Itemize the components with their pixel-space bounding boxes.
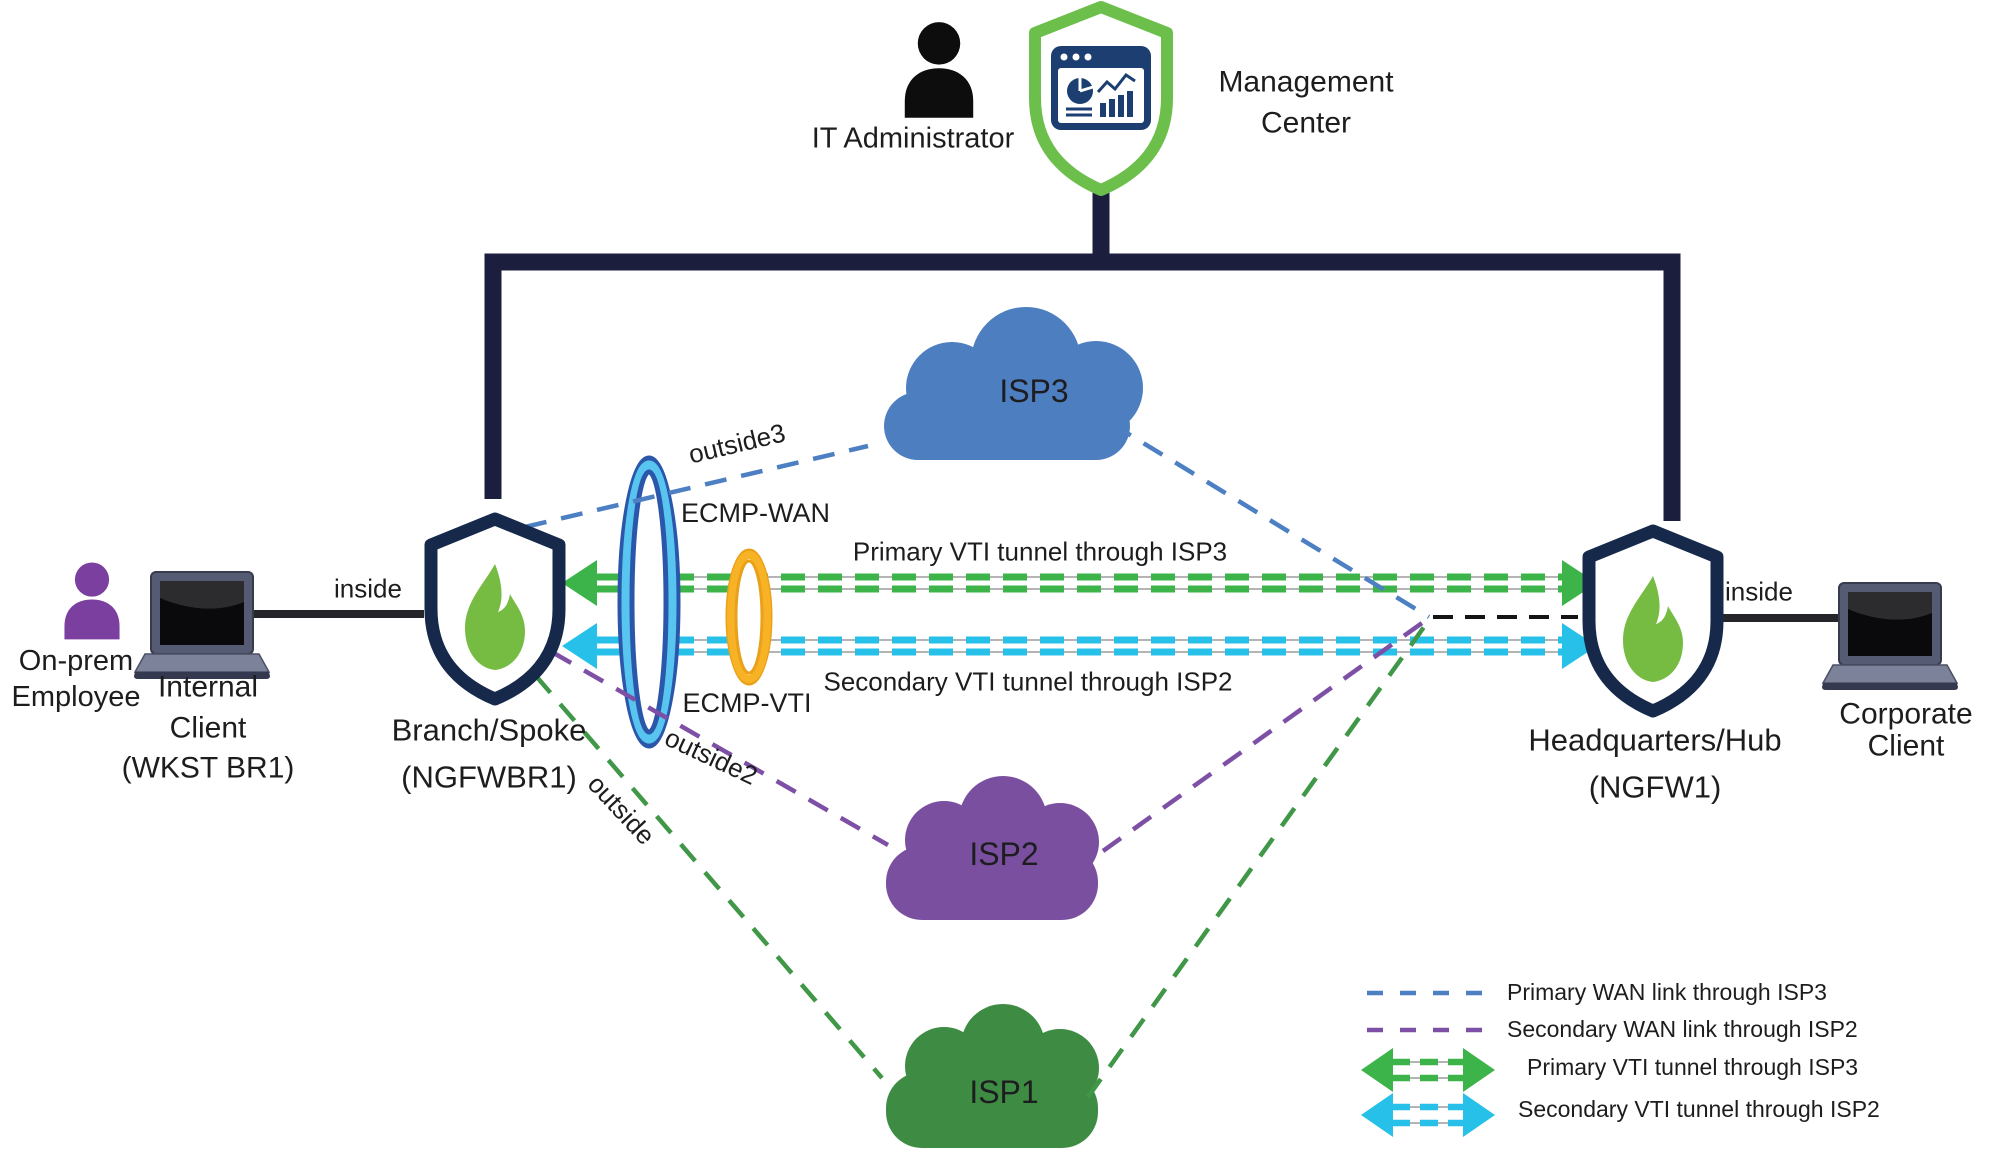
legend-cyan-arrow-sample — [1361, 1093, 1495, 1137]
legend-item-secondary-wan: Secondary WAN link through ISP2 — [1507, 1016, 1858, 1043]
legend-green-arrow-sample — [1361, 1048, 1495, 1092]
isp1-cloud-label: ISP1 — [969, 1073, 1039, 1110]
isp3-cloud-label: ISP3 — [999, 372, 1069, 409]
hq-firewall-shield-icon — [1589, 531, 1717, 711]
secondary-tunnel-left-arrow-icon — [562, 623, 597, 669]
corporate-client-laptop-icon — [1821, 582, 1959, 691]
onprem-employee-icon — [64, 562, 120, 640]
legend-item-secondary-vti: Secondary VTI tunnel through ISP2 — [1518, 1096, 1880, 1123]
legend-samples — [1361, 990, 1495, 1137]
ecmp-vti-label: ECMP-VTI — [682, 687, 812, 718]
isp3-cloud — [884, 307, 1143, 460]
secondary-tunnel-label: Secondary VTI tunnel through ISP2 — [823, 666, 1233, 697]
primary-tunnel-right-arrow-icon — [1562, 560, 1597, 606]
corporate-client-label: Corporate Client — [1839, 697, 1973, 762]
isp2-cloud — [886, 776, 1099, 920]
isp1-cloud — [886, 1004, 1099, 1148]
branch-firewall-label: Branch/Spoke (NGFWBR1) — [391, 712, 587, 795]
legend-item-primary-wan: Primary WAN link through ISP3 — [1507, 979, 1827, 1006]
secondary-tunnel-right-arrow-icon — [1562, 623, 1597, 669]
management-connector-line — [484, 253, 1681, 521]
ecmp-vti-ellipse — [725, 548, 773, 686]
ecmp-wan-label: ECMP-WAN — [681, 497, 830, 528]
isp2-cloud-label: ISP2 — [969, 835, 1039, 872]
ecmp-wan-ellipse — [617, 455, 681, 749]
branch-firewall-shield-icon — [431, 519, 559, 699]
legend-item-primary-vti: Primary VTI tunnel through ISP3 — [1527, 1054, 1859, 1081]
it-administrator-icon — [904, 22, 974, 118]
primary-tunnel-left-arrow-icon — [562, 560, 597, 606]
outside-link-isp1 — [534, 618, 1431, 1099]
primary-wan-link-isp3 — [524, 422, 1431, 619]
management-center-shield-icon — [1029, 1, 1173, 196]
secondary-vti-tunnel — [562, 623, 1597, 669]
onprem-employee-label: On-prem Employee — [11, 644, 141, 713]
dashboard-icon — [1051, 46, 1151, 130]
internal-client-label: Internal Client (WKST BR1) — [121, 670, 295, 785]
hq-inside-label: inside — [1725, 576, 1793, 607]
management-center-label: Management Center — [1218, 65, 1394, 140]
it-administrator-label: IT Administrator — [811, 122, 1015, 155]
internal-client-laptop-icon — [133, 571, 271, 680]
primary-tunnel-label: Primary VTI tunnel through ISP3 — [852, 536, 1228, 567]
secondary-wan-link-isp2 — [550, 616, 1431, 853]
branch-inside-label: inside — [334, 573, 402, 604]
hq-firewall-label: Headquarters/Hub (NGFW1) — [1528, 722, 1782, 805]
